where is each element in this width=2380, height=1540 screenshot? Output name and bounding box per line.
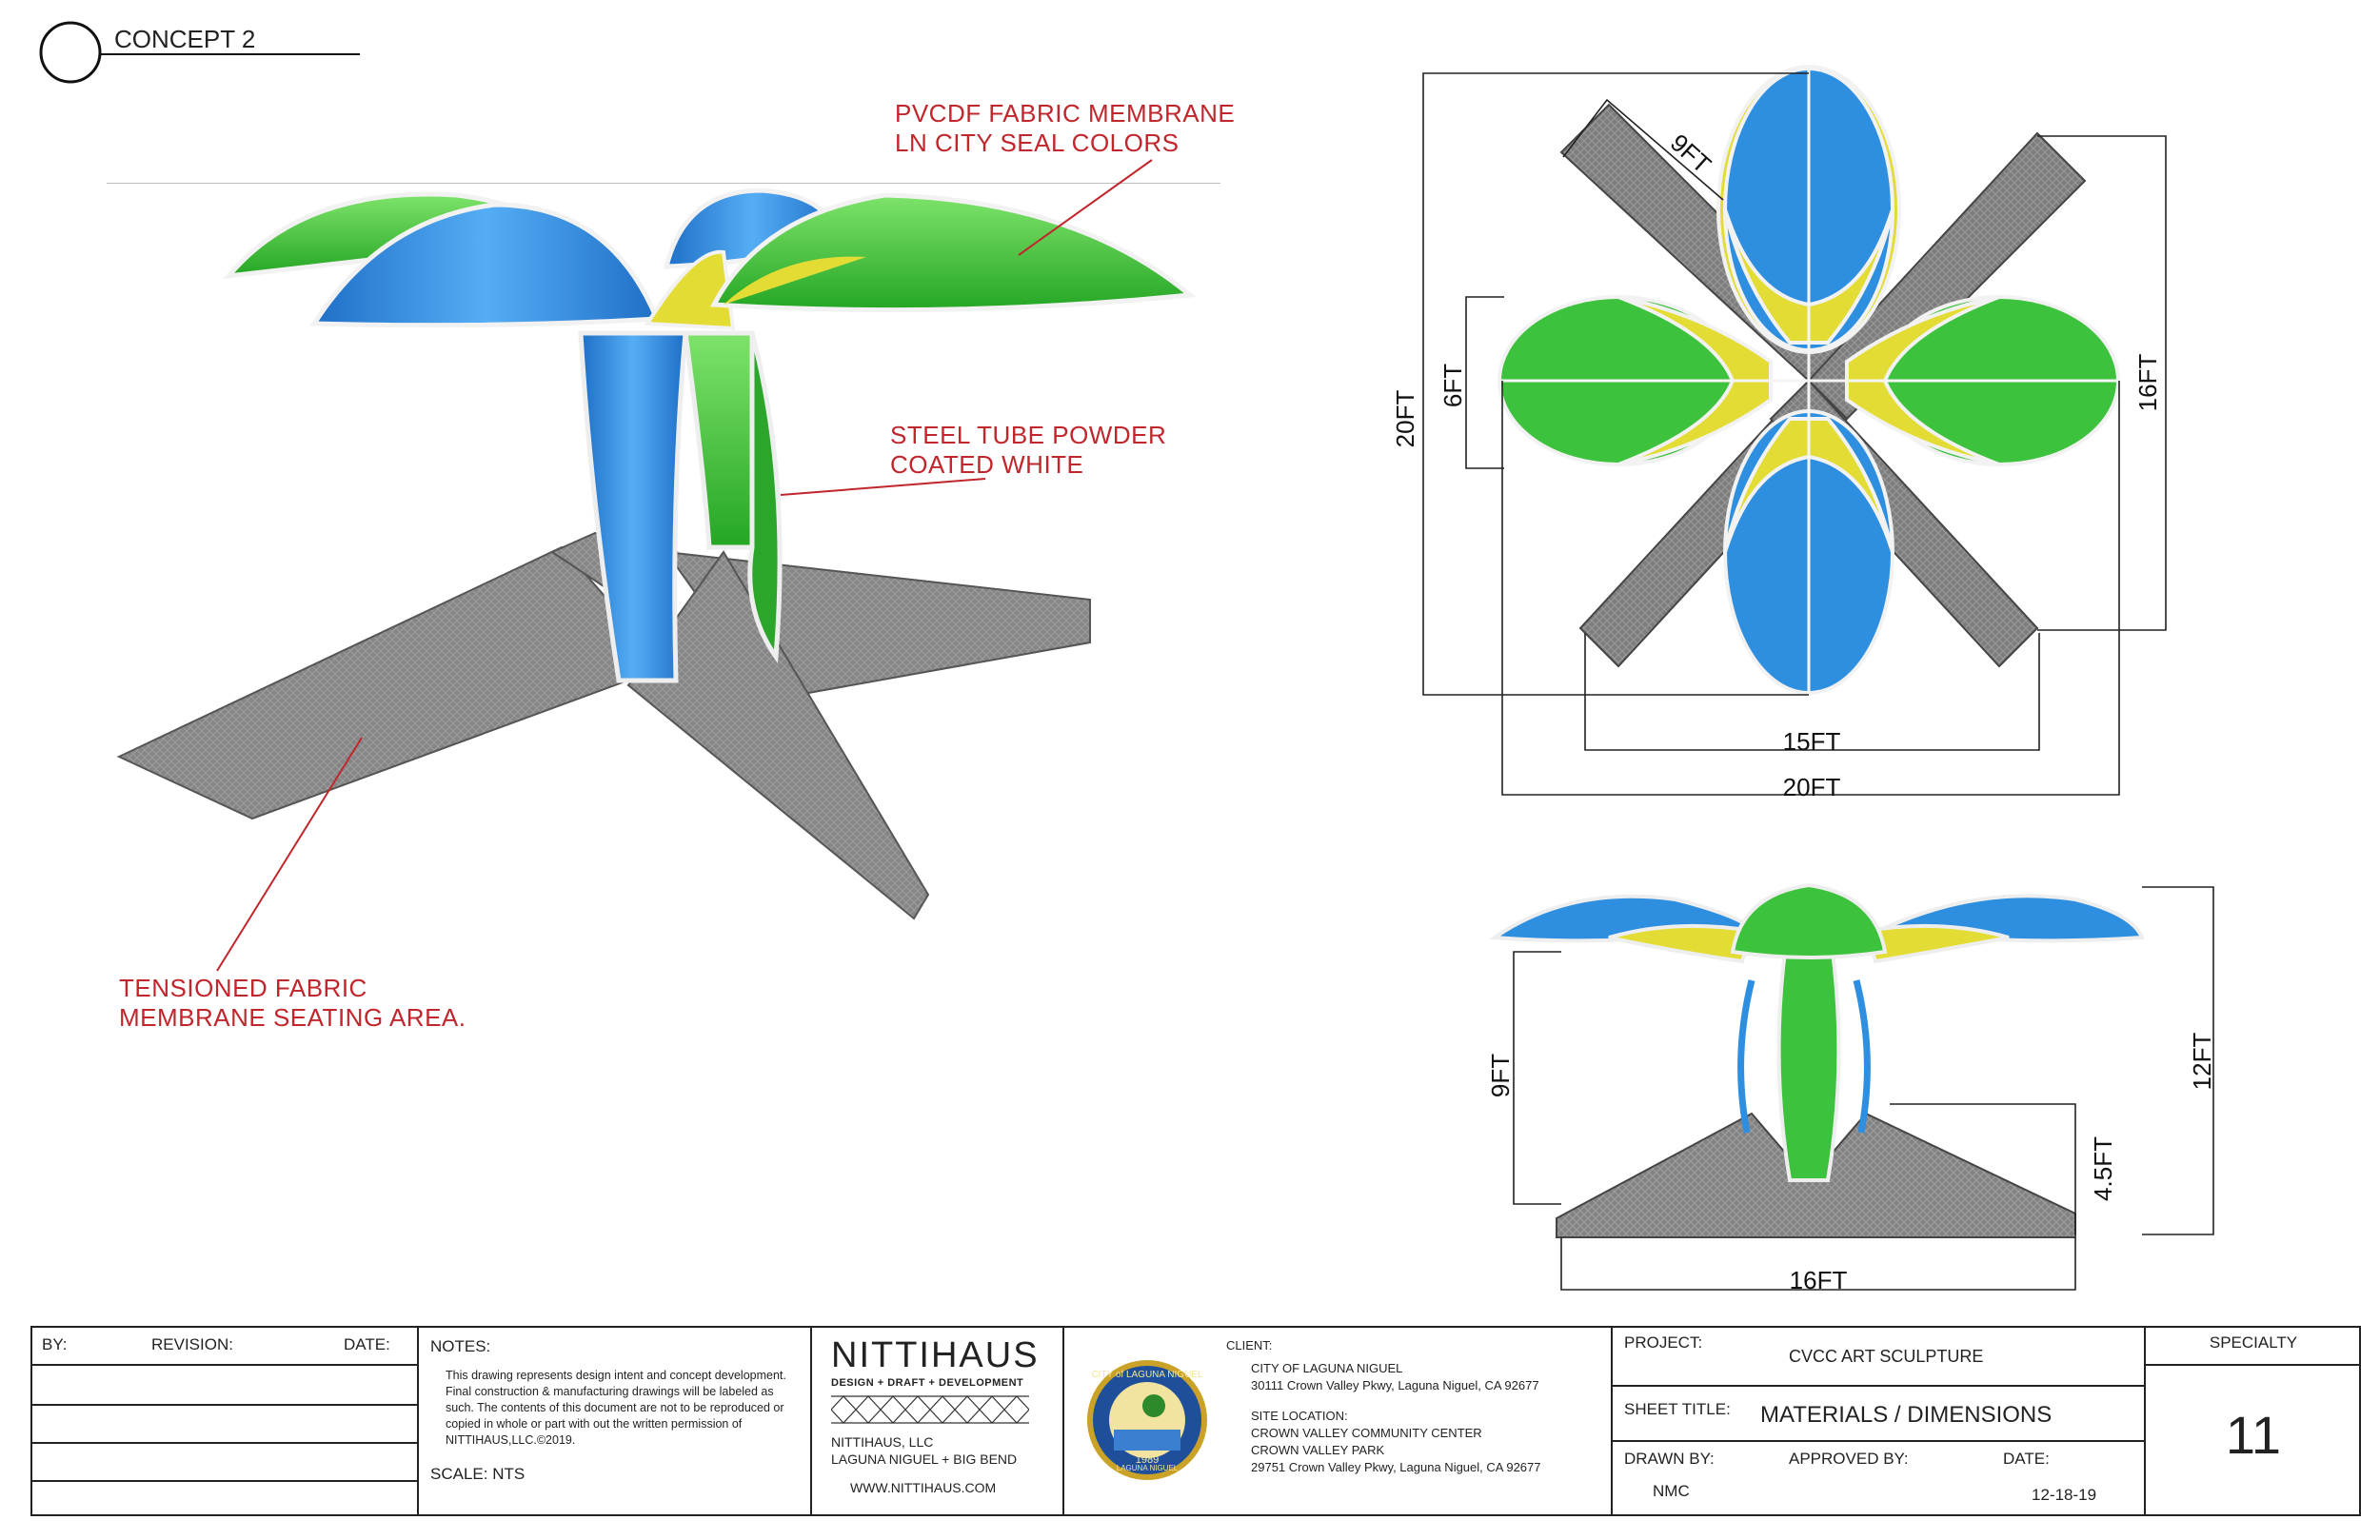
horizon-line [107, 183, 1220, 184]
approved-by-label: APPROVED BY: [1789, 1450, 1909, 1468]
seating-leader [216, 737, 363, 972]
project-value: CVCC ART SCULPTURE [1789, 1347, 1984, 1366]
site-name-1: CROWN VALLEY COMMUNITY CENTER [1251, 1426, 1482, 1440]
site-address: 29751 Crown Valley Pkwy, Laguna Niguel, … [1251, 1460, 1541, 1474]
project-row-divider [1613, 1440, 2144, 1442]
notes-column: NOTES: This drawing represents design in… [419, 1328, 812, 1514]
canopy-petals [223, 188, 1197, 331]
revision-column: BY: REVISION: DATE: [32, 1328, 419, 1514]
specialty-column: SPECIALTY 11 [2146, 1328, 2361, 1514]
concept-circle-marker [39, 21, 102, 84]
column-petals [578, 330, 783, 683]
concept-header [39, 21, 360, 84]
elevation-view: 9FT 12FT 4.5FT 16FT [1486, 882, 2216, 1294]
firm-pattern-icon [831, 1395, 1029, 1424]
revision-label: REVISION: [151, 1335, 233, 1353]
plan-petals-green [1497, 295, 2120, 466]
rev-row-divider [32, 1480, 417, 1482]
drawn-by-label: DRAWN BY: [1624, 1450, 1715, 1468]
sheet-title-value: MATERIALS / DIMENSIONS [1760, 1402, 2053, 1428]
specialty-label: SPECIALTY [2209, 1333, 2298, 1352]
plan-dimension-lines [1422, 72, 2167, 796]
plan-dim-bottom-inner: 15FT [1783, 727, 1841, 756]
scale-note: SCALE: NTS [430, 1465, 526, 1483]
rev-row-divider [32, 1364, 417, 1366]
seal-top-text: CITY of LAGUNA NIGUEL [1091, 1370, 1203, 1380]
elev-dim-base: 4.5FT [2089, 1136, 2117, 1201]
site-name-2: CROWN VALLEY PARK [1251, 1443, 1385, 1457]
notes-label: NOTES: [430, 1337, 491, 1355]
client-column: CITY of LAGUNA NIGUEL LAGUNA NIGUEL 1989… [1064, 1328, 1613, 1514]
rev-row-divider [32, 1442, 417, 1444]
firm-column: NITTIHAUS DESIGN + DRAFT + DEVELOPMENT N… [812, 1328, 1064, 1514]
notes-text: This drawing represents design intent an… [446, 1369, 786, 1447]
steel-leader [780, 478, 986, 496]
by-label: BY: [42, 1335, 68, 1353]
callout-membrane: PVCDF FABRIC MEMBRANE LN CITY SEAL COLOR… [895, 99, 1236, 157]
elevation-canopy [1489, 882, 2145, 964]
seal-year: 1989 [1136, 1454, 1159, 1466]
city-seal-icon: CITY of LAGUNA NIGUEL LAGUNA NIGUEL 1989 [1087, 1360, 1207, 1480]
concept-label: CONCEPT 2 [114, 25, 256, 53]
sheet-title-label: SHEET TITLE: [1624, 1400, 1731, 1418]
date-label: DATE: [344, 1335, 390, 1353]
title-block: BY: REVISION: DATE: NOTES: This drawing … [30, 1326, 2361, 1516]
elev-dim-canopy: 9FT [1486, 1054, 1515, 1097]
elevation-column [1737, 950, 1871, 1182]
drawn-by-value: NMC [1653, 1482, 1690, 1500]
plan-petals-blue [1716, 65, 1901, 695]
plan-dim-bottom-outer: 20FT [1783, 773, 1841, 801]
date-value: 12-18-19 [2032, 1486, 2097, 1504]
elevation-dimension-lines [1513, 886, 2214, 1291]
firm-location: LAGUNA NIGUEL + BIG BEND [831, 1451, 1018, 1467]
project-label: PROJECT: [1624, 1333, 1703, 1352]
plan-dim-left-inner: 6FT [1438, 364, 1467, 407]
elev-dim-overall: 12FT [2188, 1033, 2216, 1091]
sheet-number: 11 [2225, 1405, 2282, 1465]
plan-view: 20FT 6FT 16FT 15FT 20FT 9FT [1391, 65, 2167, 801]
callout-seating: TENSIONED FABRIC MEMBRANE SEATING AREA. [119, 974, 466, 1032]
plan-dim-right: 16FT [2133, 354, 2162, 412]
firm-llc: NITTIHAUS, LLC [831, 1434, 934, 1450]
site-label: SITE LOCATION: [1251, 1409, 1348, 1423]
client-name: CITY OF LAGUNA NIGUEL [1251, 1361, 1403, 1375]
firm-tagline: DESIGN + DRAFT + DEVELOPMENT [831, 1377, 1024, 1389]
client-address: 30111 Crown Valley Pkwy, Laguna Niguel, … [1251, 1378, 1539, 1392]
firm-website: WWW.NITTIHAUS.COM [850, 1480, 997, 1495]
specialty-divider [2146, 1364, 2361, 1366]
callout-steel: STEEL TUBE POWDER COATED WHITE [890, 421, 1167, 479]
elev-dim-width: 16FT [1790, 1266, 1848, 1294]
rev-row-divider [32, 1404, 417, 1406]
client-label: CLIENT: [1226, 1338, 1273, 1352]
plan-dim-left-outer: 20FT [1391, 390, 1419, 448]
project-column: PROJECT: CVCC ART SCULPTURE SHEET TITLE:… [1613, 1328, 2146, 1514]
seal-bottom-text: LAGUNA NIGUEL [1117, 1464, 1179, 1472]
date-label-2: DATE: [2003, 1450, 2050, 1468]
membrane-leader [1018, 159, 1153, 256]
perspective-render [116, 188, 1197, 920]
project-row-divider [1613, 1385, 2144, 1387]
firm-logo-wordmark: NITTIHAUS [831, 1335, 1040, 1375]
